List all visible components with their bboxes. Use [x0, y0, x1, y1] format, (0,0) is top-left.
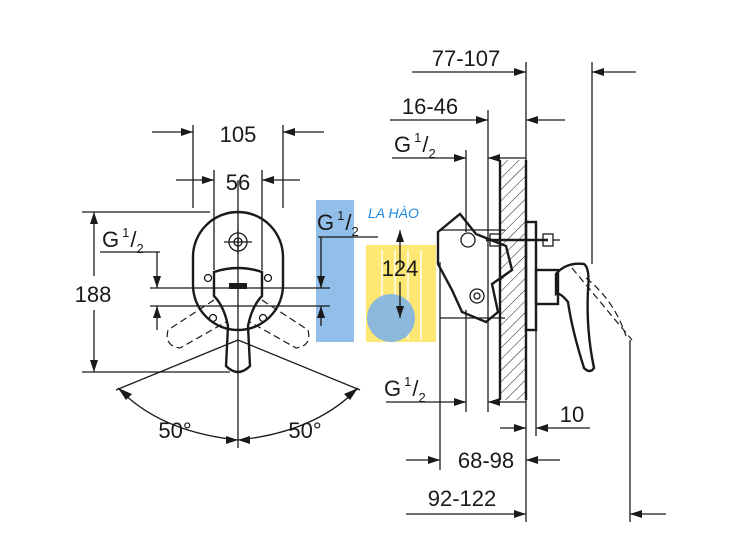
dim-height-124: 124: [382, 256, 419, 281]
dim-width-105: 105: [220, 122, 257, 147]
dim-height-188: 188: [75, 282, 112, 307]
side-lever-rotated: [571, 267, 633, 341]
front-lever-rotated-left: [166, 299, 227, 349]
side-valve-body: [436, 212, 514, 324]
watermark-logo: LA HÀO: [316, 200, 436, 342]
dim-depth-92-122: 92-122: [428, 486, 497, 511]
dim-offset-10: 10: [560, 402, 584, 427]
dim-depth-77-107: 77-107: [432, 46, 501, 71]
watermark-circle: [367, 294, 415, 342]
angle-left-50: 50°: [158, 418, 191, 443]
front-screw-left: [203, 273, 213, 283]
side-cartridge-cover: [534, 268, 560, 306]
side-lever-handle: [554, 262, 596, 373]
dim-depth-16-46: 16-46: [402, 94, 458, 119]
watermark-text: LA HÀO: [368, 205, 419, 221]
side-valve-port-top: [460, 232, 476, 248]
side-escutcheon: [524, 220, 538, 332]
dim-depth-68-98: 68-98: [458, 448, 514, 473]
watermark-bar-blue: [316, 200, 354, 342]
angle-right-50: 50°: [288, 418, 321, 443]
front-lever-rotated-right: [249, 299, 310, 349]
front-screw-right: [263, 273, 273, 283]
front-lever-handle: [212, 266, 264, 374]
wall-section: [500, 160, 526, 400]
side-valve-port-bottom: [469, 288, 485, 304]
dim-width-56: 56: [226, 170, 250, 195]
